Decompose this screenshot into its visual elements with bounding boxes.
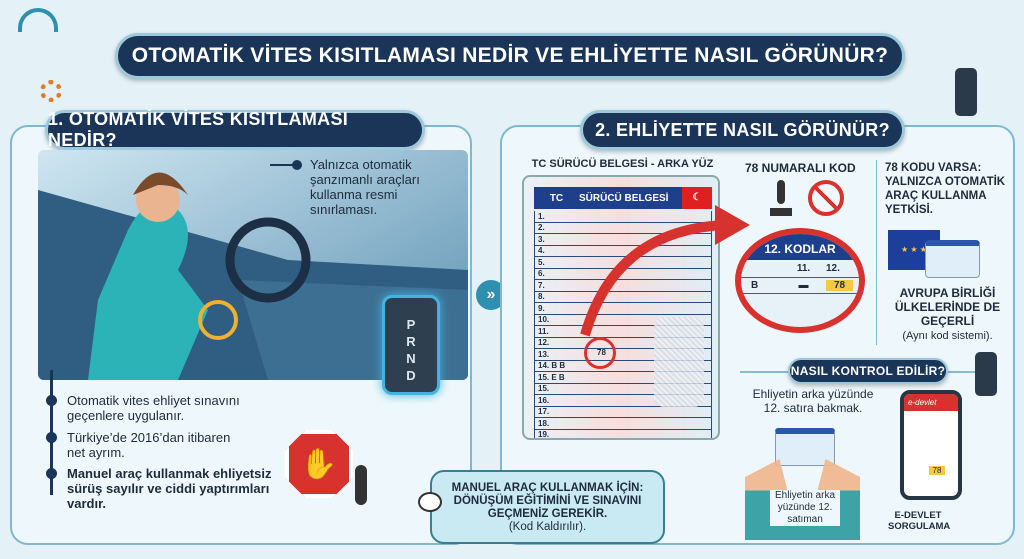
bullet-text: Türkiye’de 2016’dan itibaren net ayrım. (67, 430, 231, 460)
bubble-text: MANUEL ARAÇ KULLANMAK İÇİN: DÖNÜŞÜM EĞİT… (451, 482, 644, 520)
manual-shifter-icon (355, 465, 367, 505)
control-header-text: NASIL KONTROL EDİLİR? (790, 364, 946, 378)
phone-illustration: e-devlet 78 (900, 390, 962, 500)
license-card-back: TC SÜRÜCÜ BELGESİ ☾ 1.2.3.4.5.6.7.8.9.10… (522, 175, 720, 440)
gear-d: D (406, 368, 416, 383)
page-title-text: OTOMATİK VİTES KISITLAMASI NEDİR VE EHLİ… (131, 44, 889, 67)
mag-category: B (751, 280, 759, 291)
pointer-arrow (580, 205, 750, 337)
bullet-1: Otomatik vites ehliyet sınavını geçenler… (46, 393, 256, 423)
hands-caption: Ehliyetin arka yüzünde 12. satıman (770, 490, 840, 526)
license-row: 12. (534, 337, 712, 349)
mag-col-12: 12. (826, 263, 840, 274)
gear-n: N (406, 351, 416, 366)
license-row: 15. (534, 383, 712, 395)
hologram (654, 317, 704, 407)
license-row: 4. (534, 245, 712, 257)
bullet-2: Türkiye’de 2016’dan itibaren net ayrım. (46, 430, 246, 460)
callout-line (270, 164, 296, 166)
license-row: 10. (534, 314, 712, 326)
license-row: 7. (534, 280, 712, 292)
license-in-hands (775, 428, 835, 466)
code-meaning: 78 KODU VARSA: YALNIZCA OTOMATİK ARAÇ KU… (885, 162, 1006, 216)
eu-note: (Aynı kod sistemi). (902, 330, 993, 342)
card-title: SÜRÜCÜ BELGESİ (579, 192, 669, 204)
bullet-text: Otomatik vites ehliyet sınavını geçenler… (67, 393, 240, 423)
control-header: NASIL KONTROL EDİLİR? (788, 358, 948, 384)
card-tc: TC (549, 192, 564, 204)
license-cards-icon (925, 240, 980, 278)
license-row: 17. (534, 406, 712, 418)
license-row: 1. (534, 211, 712, 223)
card-caption: TC SÜRÜCÜ BELGESİ - ARKA YÜZ (531, 158, 714, 170)
bullet-3: Manuel araç kullanmak ehliyetsiz sürüş s… (46, 466, 276, 511)
section-1-header: 1. OTOMATİK VİTES KISITLAMASI NEDİR? (45, 109, 425, 150)
traffic-light-icon (975, 352, 997, 396)
license-row: 6. (534, 268, 712, 280)
callout-dot (292, 160, 302, 170)
thought-bubble: MANUEL ARAÇ KULLANMAK İÇİN: DÖNÜŞÜM EĞİT… (430, 470, 665, 544)
truck-icon: ▬ (798, 280, 809, 291)
license-row: 16. (534, 395, 712, 407)
phone-code-78: 78 (929, 466, 945, 475)
license-row: 9. (534, 303, 712, 315)
stop-hand-icon: ✋ (285, 430, 353, 498)
bullet-dot (46, 432, 57, 443)
section-1-header-text: 1. OTOMATİK VİTES KISITLAMASI NEDİR? (48, 109, 349, 150)
license-row: 15. E B (534, 372, 712, 384)
control-text: Ehliyetin arka yüzünde 12. satıra bakmak… (752, 387, 874, 415)
thought-cloud-icon (418, 492, 442, 512)
license-row: 13. (534, 349, 712, 361)
speedometer-icon (18, 8, 58, 32)
edevlet-logo: e-devlet (904, 394, 958, 411)
turkish-flag-icon: ☾ (682, 187, 712, 209)
license-row: 3. (534, 234, 712, 246)
mag-col-11: 11. (796, 263, 811, 274)
no-manual-icon (808, 180, 844, 216)
bullet-dot (46, 395, 57, 406)
column-divider (876, 160, 877, 345)
traffic-light-icon (955, 68, 977, 116)
edevlet-caption: E-DEVLET SORGULAMA (888, 510, 951, 532)
gear-r: R (406, 334, 416, 349)
license-row: 8. (534, 291, 712, 303)
gear-shifter-panel: P R N D (382, 295, 440, 395)
eu-title: AVRUPA BİRLİĞİ ÜLKELERİNDE DE GEÇERLİ (894, 286, 1001, 328)
license-row: 18. (534, 418, 712, 430)
page-title: OTOMATİK VİTES KISITLAMASI NEDİR VE EHLİ… (115, 33, 905, 79)
section-2-header: 2. EHLİYETTE NASIL GÖRÜNÜR? (580, 110, 905, 150)
license-row: 19. (534, 429, 712, 438)
magnified-code-table: 12. KODLAR 11.12. B▬78 (735, 228, 865, 333)
shifter-icon (770, 180, 792, 216)
gear-p: P (406, 317, 416, 332)
card-header: TC SÜRÜCÜ BELGESİ ☾ (534, 187, 712, 209)
highlight-circle (584, 337, 616, 369)
license-row: 14. B B (534, 360, 712, 372)
restriction-definition: Yalnızca otomatik şanzımanlı araçları ku… (310, 157, 420, 217)
license-row: 11. (534, 326, 712, 338)
mag-code: 78 (826, 280, 854, 291)
code-title: 78 NUMARALI KOD (745, 161, 856, 175)
bullet-dot (46, 468, 57, 479)
section-2-header-text: 2. EHLİYETTE NASIL GÖRÜNÜR? (595, 119, 890, 140)
gear-icon (40, 80, 62, 102)
bubble-note: (Kod Kaldırılır). (508, 521, 587, 533)
bullet-text: Manuel araç kullanmak ehliyetsiz sürüş s… (67, 466, 272, 511)
